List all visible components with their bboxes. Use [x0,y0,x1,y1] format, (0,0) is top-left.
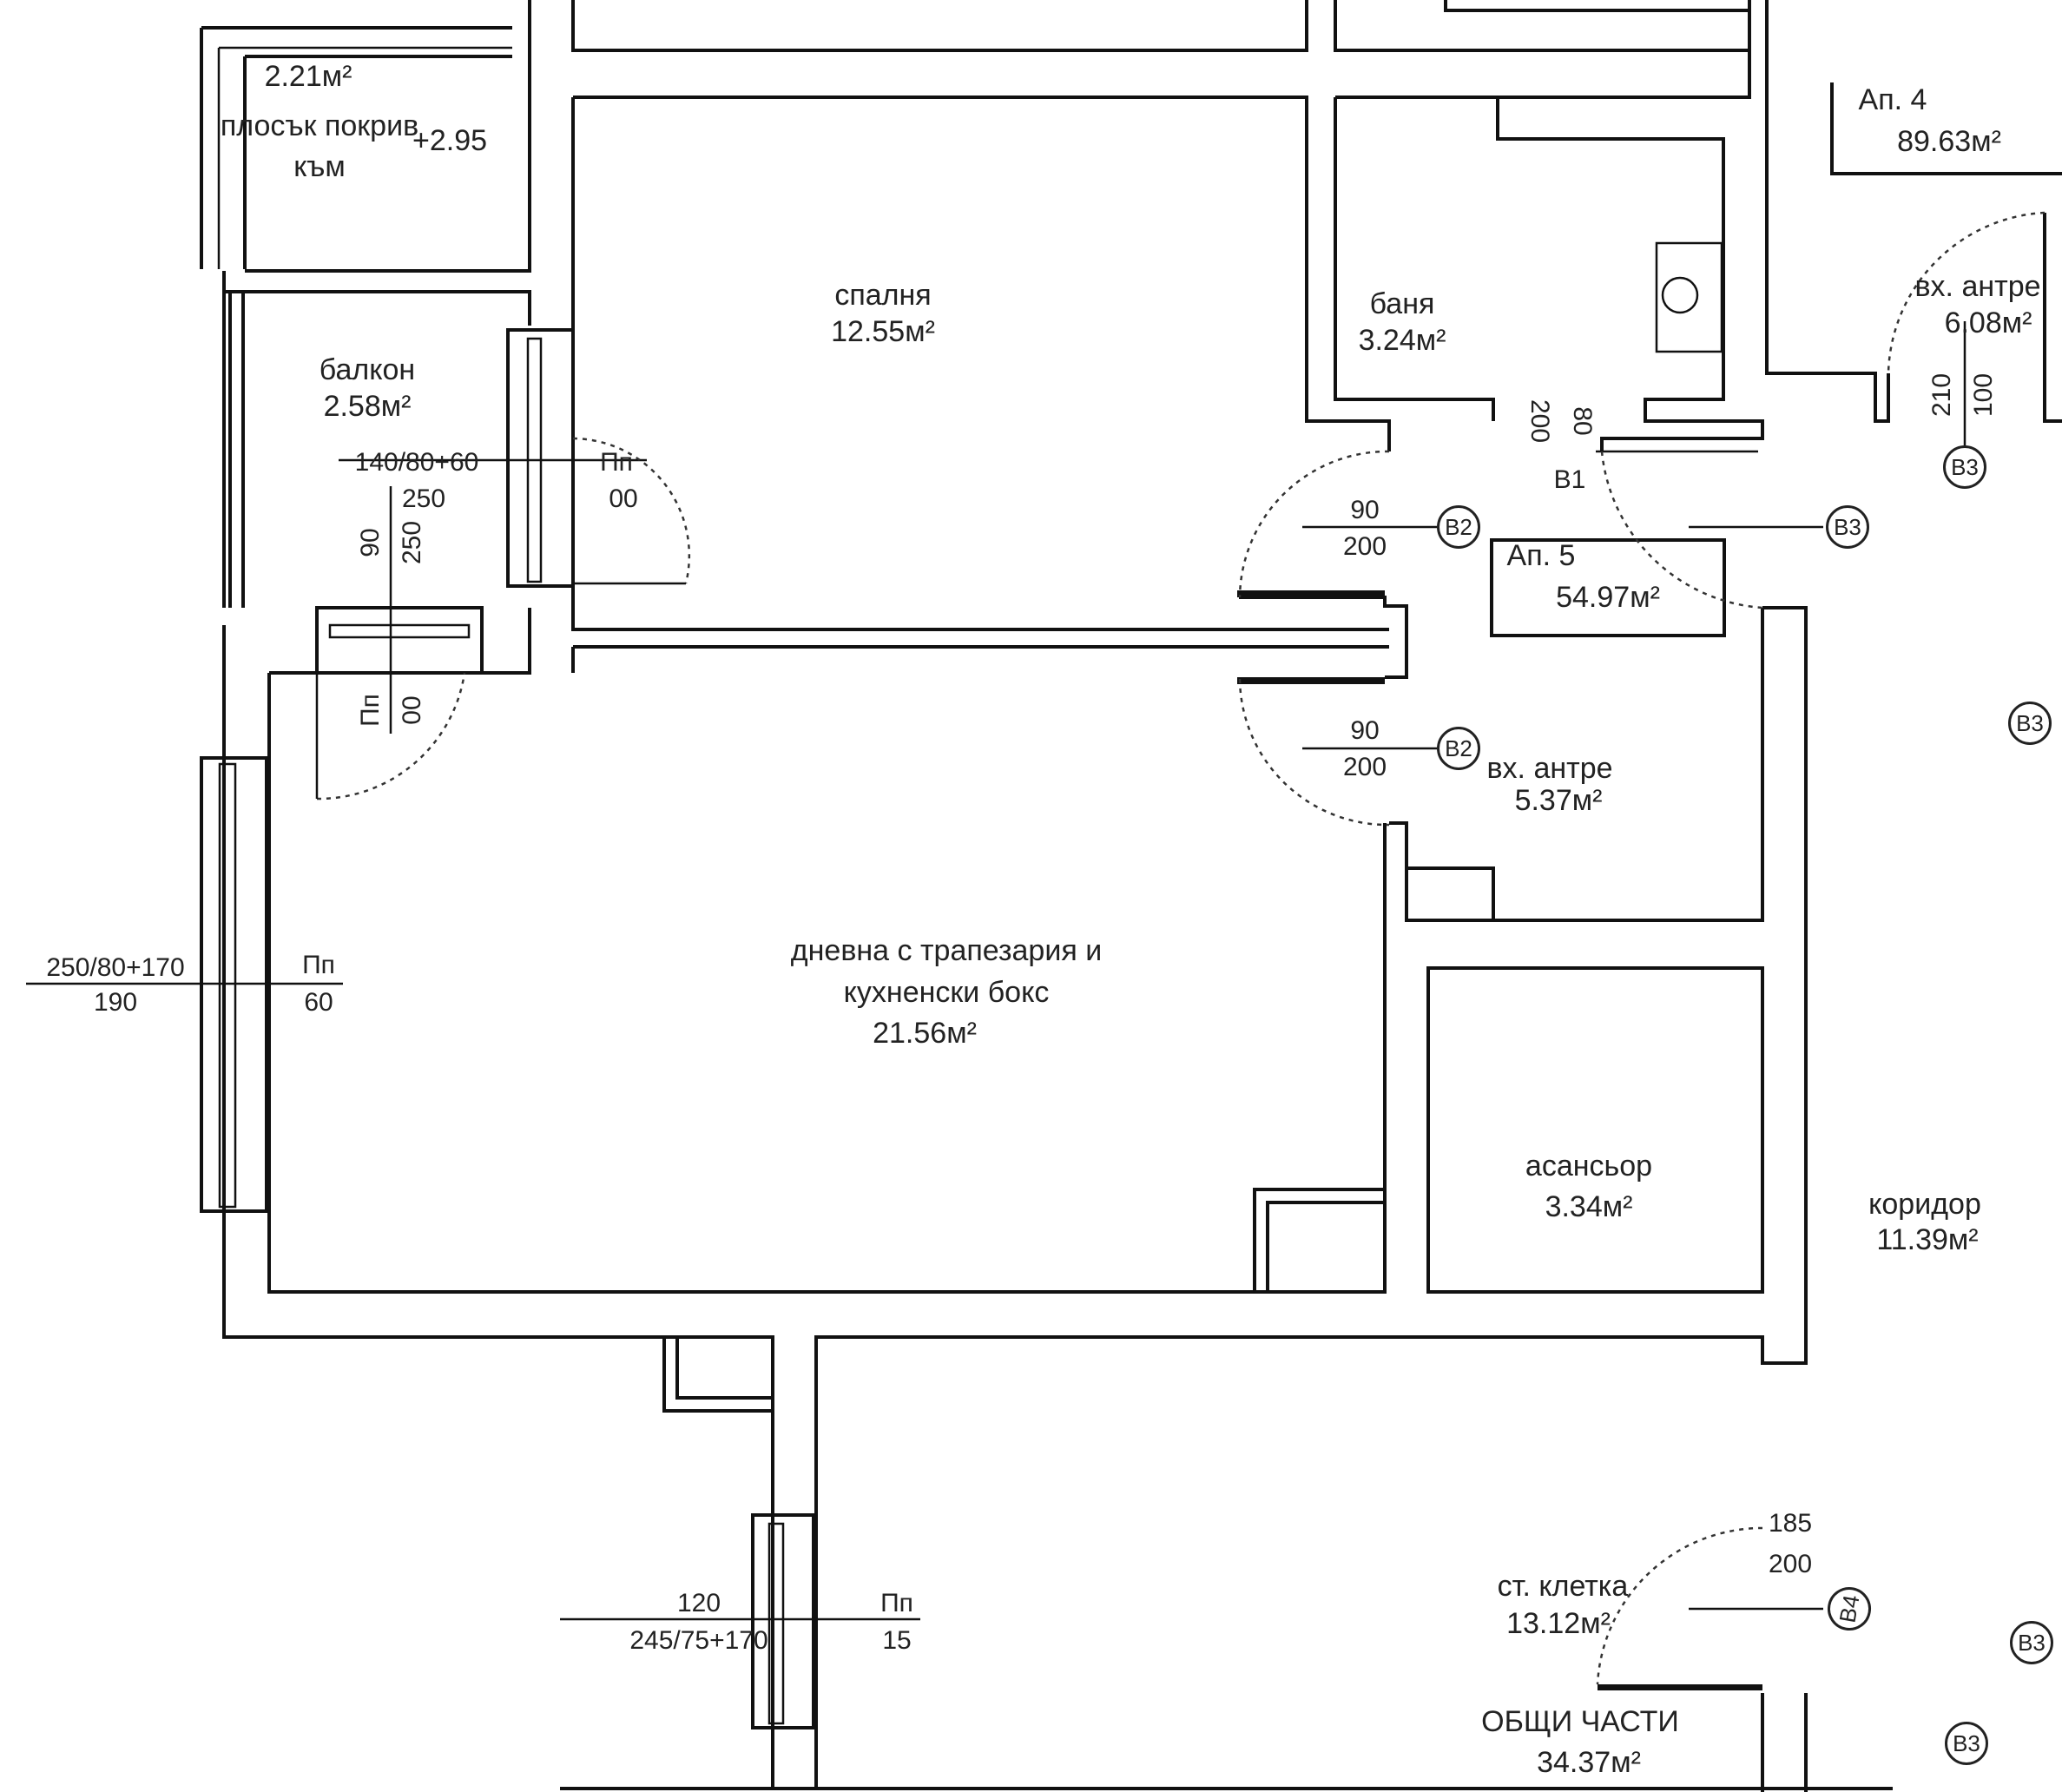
door-tag-b2-bottom: В2 [1437,727,1480,770]
apt4-name: Ап. 4 [1858,83,1927,116]
balcony-door-sill-label: Пп [356,694,385,727]
door-b2-top-height: 200 [1342,532,1387,561]
corridor-area: 11.39м² [1876,1223,1979,1256]
bottom-window-sill-value: 15 [882,1626,912,1655]
bath-door-width: 80 [1568,406,1597,436]
flat-roof-level: +2.95 [412,124,488,157]
balcony-name: балкон [319,353,416,386]
bottom-window-sill-label: Пп [880,1589,913,1617]
stairwell-area: 13.12м² [1506,1607,1611,1640]
stair-door-width: 185 [1768,1509,1813,1538]
bottom-window-width: 120 [676,1589,721,1617]
entry-hall-top-area: 6.08м² [1944,306,2032,339]
door-tag-b2-top: В2 [1437,505,1480,549]
balcony-window-size: 140/80+60 [354,448,479,477]
balcony-door-height: 250 [398,520,426,565]
bath-door-code: В1 [1553,465,1586,494]
living-window-size: 250/80+170 [46,953,185,982]
living-window-height: 190 [93,988,138,1017]
balcony-door-sill-value: 00 [398,695,426,725]
entry-hall-area: 5.37м² [1514,784,1603,817]
living-window-sill-value: 60 [304,988,333,1017]
living-room-area: 21.56м² [873,1017,977,1050]
living-room-name-2: кухненски бокс [843,976,1050,1009]
exterior-walls [200,0,2062,1792]
door-b2-top-width: 90 [1350,496,1380,524]
flat-roof-label: плосък покрив [220,109,419,142]
dimension-lines [26,321,1966,1621]
window-frames [200,328,815,1729]
balcony-window-sill-label: Пп [600,448,633,477]
common-parts-area: 34.37м² [1537,1746,1641,1779]
door-tag-b3-bottom: В3 [1945,1722,1988,1765]
balcony-area: 2.58м² [323,390,412,423]
elevator-name: асансьор [1525,1150,1653,1183]
apt4-area: 89.63м² [1897,125,2001,158]
apt4-door-width: 100 [1969,372,1998,418]
bedroom-name: спалня [834,279,932,312]
entry-hall-name: вх. антре [1486,752,1613,785]
apt5-area: 54.97м² [1556,581,1660,614]
stair-door-height: 200 [1768,1550,1813,1578]
door-swings [315,211,2046,1685]
corridor-name: коридор [1868,1188,1981,1221]
apt4-door-height: 210 [1927,372,1956,418]
bath-door-height: 200 [1525,399,1554,444]
elevator-area: 3.34м² [1545,1190,1633,1223]
entry-hall-top-name: вх. антре [1914,270,2041,303]
door-b2-bottom-height: 200 [1342,753,1387,781]
door-tag-b3-stair: В3 [2010,1621,2053,1664]
balcony-door-width: 90 [356,528,385,557]
common-parts-name: ОБЩИ ЧАСТИ [1481,1705,1679,1738]
door-tag-b3-right: В3 [2008,702,2052,745]
living-window-sill-label: Пп [302,951,335,979]
bottom-window-size: 245/75+170 [629,1626,768,1655]
living-room-name: дневна с трапезария и [790,934,1103,967]
bathroom-name: баня [1369,287,1435,320]
door-b2-bottom-width: 90 [1350,716,1380,745]
door-tag-b3-apt5: В3 [1826,505,1869,549]
flat-roof-area: 2.21м² [264,60,352,93]
door-tag-b3-apt4: В3 [1943,445,1986,489]
apt5-name: Ап. 5 [1506,539,1576,572]
bedroom-area: 12.55м² [831,315,935,348]
bathroom-area: 3.24м² [1358,324,1446,357]
flat-roof-label-2: към [293,150,346,183]
balcony-window-sill-value: 00 [609,484,638,513]
stairwell-name: ст. клетка [1497,1570,1629,1603]
balcony-window-height: 250 [401,484,446,513]
